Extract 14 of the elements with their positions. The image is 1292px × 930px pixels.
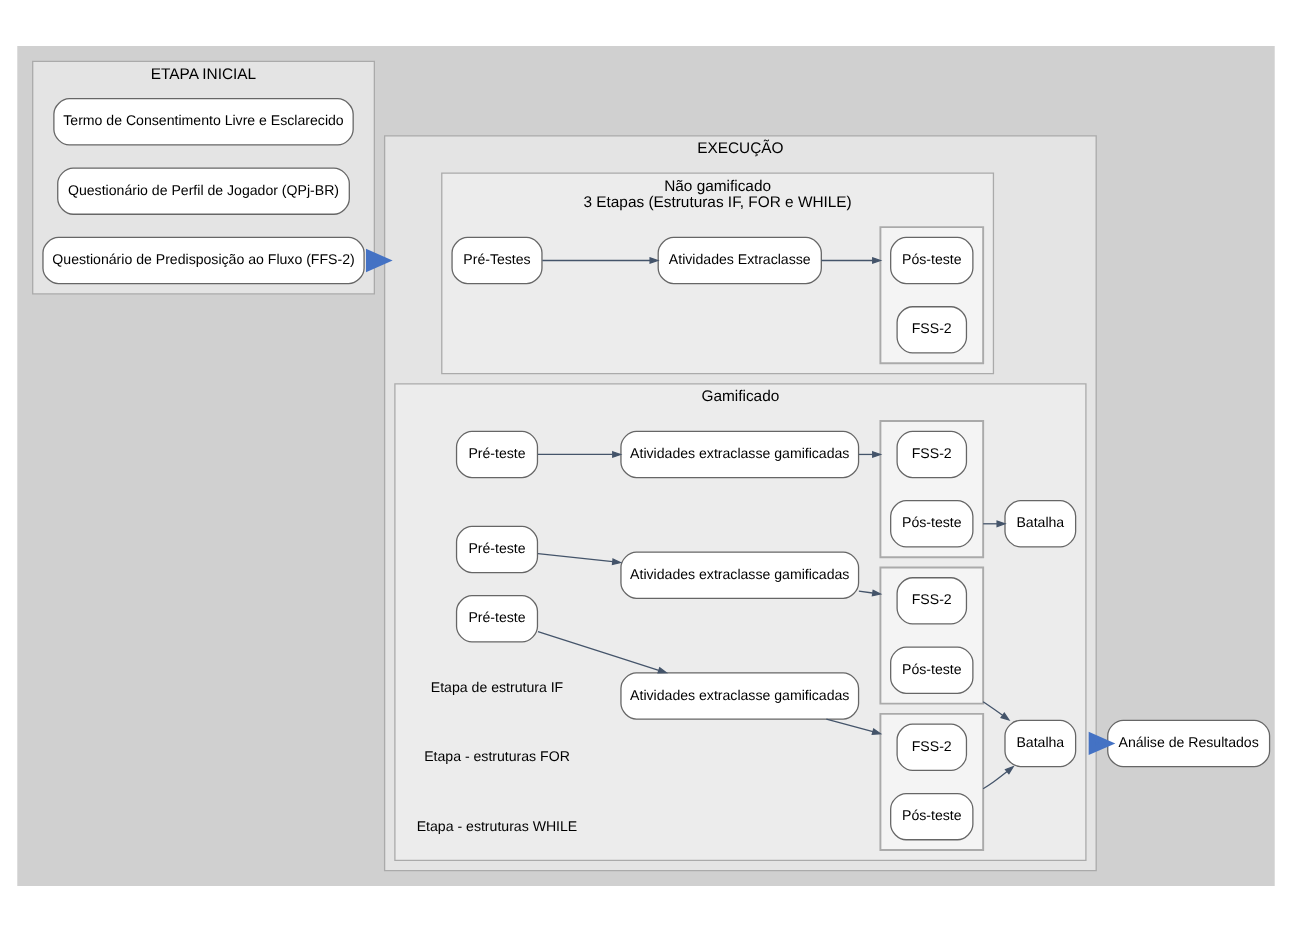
arrow [1088, 730, 1116, 755]
arrow [820, 255, 883, 264]
arrow [366, 247, 393, 272]
arrow [825, 717, 883, 734]
cluster [879, 419, 985, 558]
arrow [982, 764, 1015, 789]
arrow [537, 449, 623, 458]
arrow [537, 552, 623, 565]
arrow [982, 700, 1011, 721]
arrow [541, 255, 660, 264]
arrow [537, 629, 669, 673]
cluster [879, 565, 985, 704]
cluster [879, 225, 985, 364]
cluster [879, 711, 985, 850]
